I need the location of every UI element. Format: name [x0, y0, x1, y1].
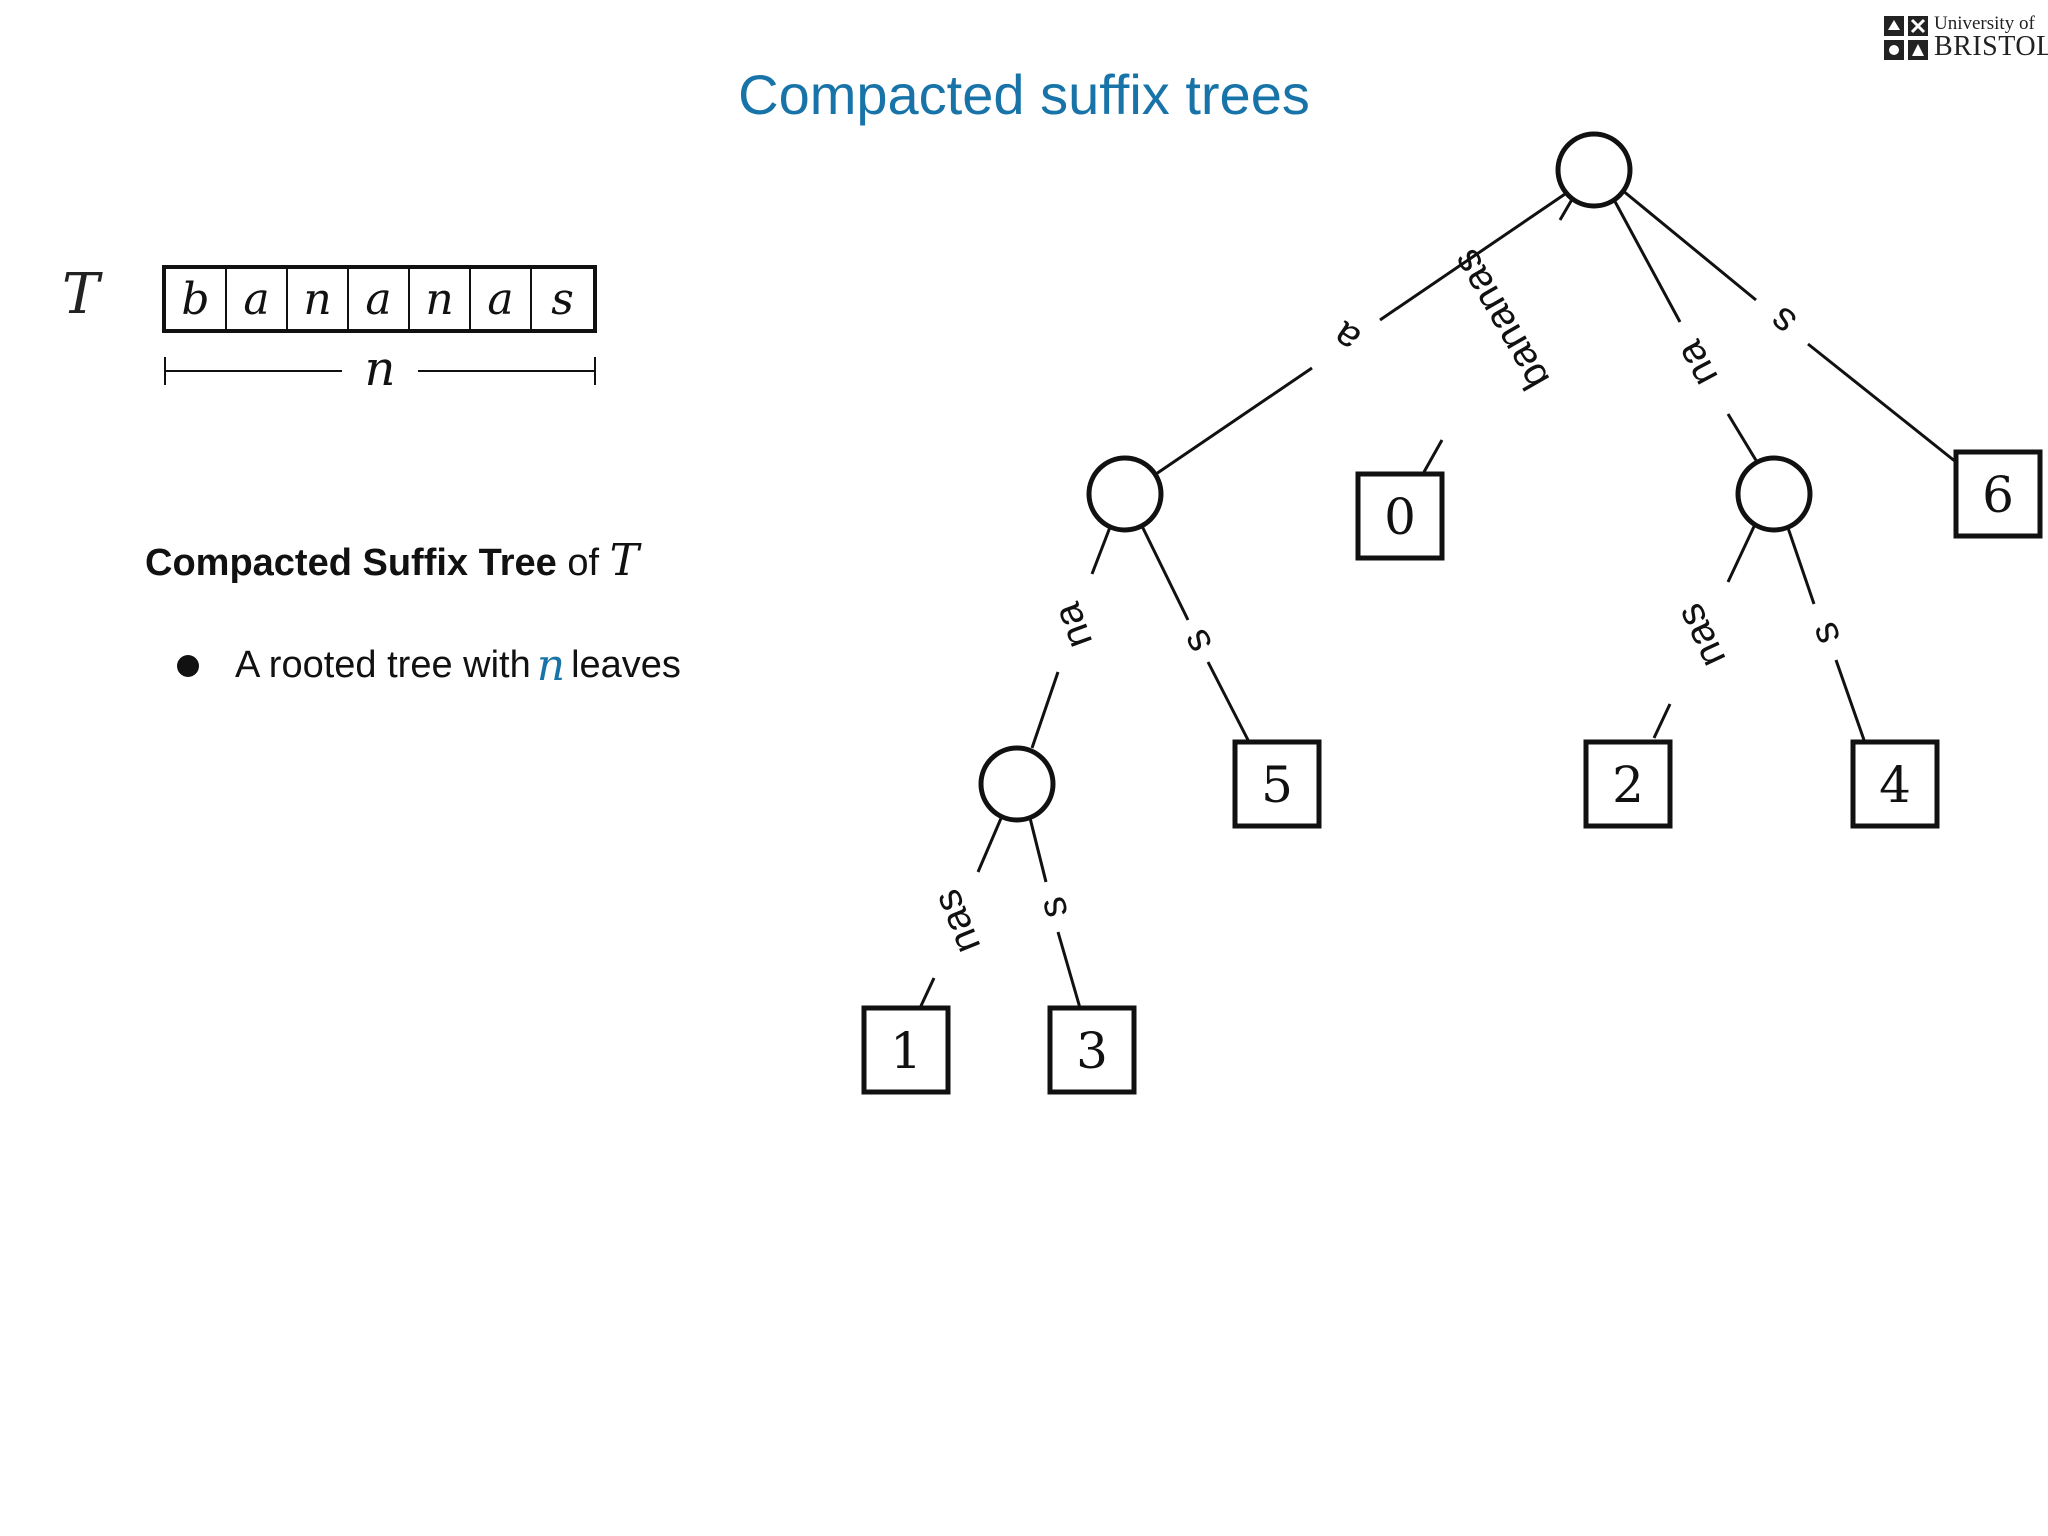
- length-ruler: n: [162, 341, 598, 397]
- bullet-icon: [177, 654, 199, 677]
- bullet-text-after: leaves: [571, 644, 681, 686]
- string-cell: a: [227, 269, 288, 329]
- leaf-label: 1: [890, 1022, 922, 1080]
- edge-label-nas: nas: [1667, 597, 1734, 674]
- leaf-3: 3: [1047, 1005, 1137, 1095]
- leaf-label: 2: [1612, 756, 1644, 814]
- edge-label-bananas: bananas: [1443, 242, 1558, 397]
- bullet-text-before: A rooted tree with: [235, 644, 531, 686]
- leaf-5: 5: [1232, 739, 1322, 829]
- leaf-2: 2: [1583, 739, 1673, 829]
- length-label: n: [364, 341, 396, 397]
- ruler-line-right: [418, 370, 596, 372]
- heading-math: T: [609, 535, 639, 586]
- heading-bold: Compacted Suffix Tree: [145, 542, 557, 584]
- string-array: b a n a n a s: [162, 265, 597, 333]
- logo-line1: University of: [1934, 13, 2035, 34]
- edge-label-na: na: [1667, 333, 1727, 394]
- leaf-label: 6: [1982, 466, 2014, 524]
- string-cell: a: [349, 269, 410, 329]
- edge-label-s: s: [1801, 617, 1849, 651]
- edge-label-s: s: [1761, 298, 1805, 345]
- heading-of: of: [567, 542, 600, 584]
- leaf-label: 5: [1261, 756, 1293, 814]
- university-logo: University of BRISTOL: [1882, 12, 2048, 66]
- node-root: [1555, 131, 1633, 209]
- slide-title: Compacted suffix trees: [738, 63, 1310, 126]
- ruler-line-left: [164, 370, 342, 372]
- section-heading: Compacted Suffix Tree of T: [145, 535, 639, 586]
- leaf-4: 4: [1850, 739, 1940, 829]
- edge-label-s: s: [1173, 622, 1221, 660]
- leaf-0: 0: [1355, 471, 1445, 561]
- leaf-label: 0: [1384, 488, 1416, 546]
- node-na: [1735, 455, 1813, 533]
- edge-label-s: s: [1029, 892, 1077, 923]
- string-cell: a: [471, 269, 532, 329]
- string-label: T: [62, 262, 100, 327]
- tree-edges: [918, 188, 1957, 1009]
- node-ana: [978, 745, 1056, 823]
- logo-line2: BRISTOL: [1934, 31, 2048, 62]
- ruler-tick-right: [594, 357, 596, 385]
- node-a: [1086, 455, 1164, 533]
- edge-label-nas: nas: [924, 883, 989, 959]
- string-cell: b: [166, 269, 227, 329]
- edge-label-a: a: [1324, 312, 1368, 361]
- leaf-6: 6: [1953, 449, 2043, 539]
- string-cell: s: [551, 273, 574, 325]
- bullet-math: n: [536, 640, 566, 691]
- leaf-label: 3: [1076, 1022, 1108, 1080]
- string-cell: n: [410, 269, 471, 329]
- bullet-item: A rooted tree with n leaves: [177, 640, 681, 691]
- leaf-label: 4: [1879, 756, 1911, 814]
- string-cell: n: [288, 269, 349, 329]
- leaf-1: 1: [861, 1005, 951, 1095]
- logo-text: University of BRISTOL: [1934, 14, 2048, 61]
- edge-label-na: na: [1044, 597, 1101, 655]
- crest-icon: [1884, 16, 1928, 60]
